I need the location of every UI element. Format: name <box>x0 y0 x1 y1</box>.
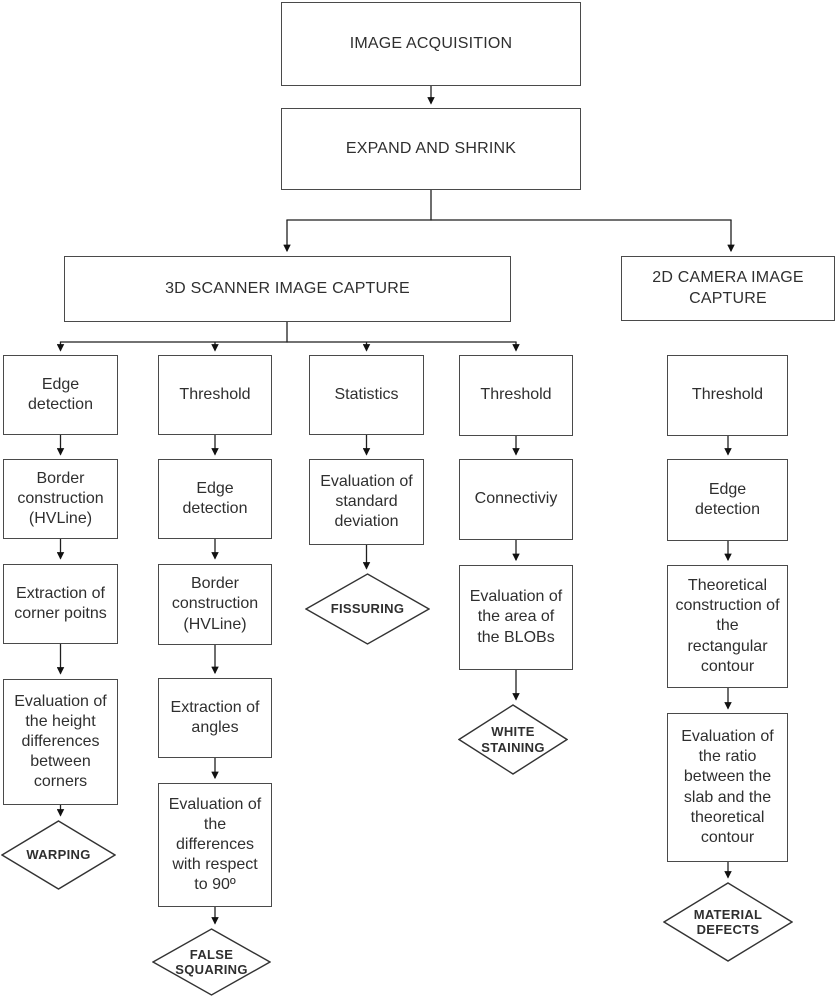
diamond-white-staining: WHITE STAINING <box>458 704 568 775</box>
diamond-false-squaring: FALSE SQUARING <box>152 928 271 996</box>
node-label: 2D CAMERA IMAGE CAPTURE <box>652 269 804 307</box>
node-threshold: Threshold <box>459 355 573 436</box>
node-label: Edge detection <box>182 479 248 517</box>
node-edge-detection: Edge detection <box>667 459 788 541</box>
node-label: Evaluation of the height differences bet… <box>14 692 107 791</box>
node-label: Extraction of corner poitns <box>14 584 107 622</box>
diamond-label: FISSURING <box>330 601 405 617</box>
node-label: EXPAND AND SHRINK <box>345 139 517 157</box>
diamond-shape-icon <box>458 704 568 775</box>
node-label: Evaluation of the ratio between the slab… <box>681 728 774 846</box>
diamond-label: FALSE SQUARING <box>175 946 248 977</box>
node-label: Threshold <box>179 385 251 403</box>
node-evaluation-differences-90: Evaluation of the differences with respe… <box>158 783 272 907</box>
node-label: Statistics <box>334 385 399 403</box>
node-threshold: Threshold <box>158 355 272 435</box>
node-expand-and-shrink: EXPAND AND SHRINK <box>281 108 581 190</box>
diamond-shape-icon <box>305 573 430 645</box>
node-label: Edge detection <box>28 375 93 413</box>
node-label: Border construction (HVLine) <box>17 469 104 528</box>
node-connectivity: Connectiviy <box>459 459 573 540</box>
node-label: Evaluation of the area of the BLOBs <box>469 588 563 646</box>
node-label: IMAGE ACQUISITION <box>349 34 513 52</box>
diamond-fissuring: FISSURING <box>305 573 430 645</box>
node-label: Extraction of angles <box>170 698 260 736</box>
node-extraction-of-corner-points: Extraction of corner poitns <box>3 564 118 644</box>
node-image-acquisition: IMAGE ACQUISITION <box>281 2 581 86</box>
node-label: 3D SCANNER IMAGE CAPTURE <box>165 279 410 297</box>
node-theoretical-construction-contour: Theoretical construction of the rectangu… <box>667 565 788 688</box>
node-threshold: Threshold <box>667 355 788 436</box>
node-extraction-of-angles: Extraction of angles <box>158 678 272 758</box>
node-evaluation-area-blobs: Evaluation of the area of the BLOBs <box>459 565 573 670</box>
diamond-label: WHITE STAINING <box>481 724 545 755</box>
node-evaluation-ratio-slab-contour: Evaluation of the ratio between the slab… <box>667 713 788 862</box>
node-label: Edge detection <box>695 480 760 518</box>
node-evaluation-height-differences: Evaluation of the height differences bet… <box>3 679 118 805</box>
node-label: Border construction (HVLine) <box>171 575 259 633</box>
diamond-shape-icon <box>663 882 793 962</box>
node-border-construction-hvline: Border construction (HVLine) <box>3 459 118 539</box>
diamond-warping: WARPING <box>1 820 116 890</box>
node-label: Connectiviy <box>474 490 558 508</box>
diamond-label: MATERIAL DEFECTS <box>693 906 763 937</box>
node-statistics: Statistics <box>309 355 424 435</box>
node-label: Evaluation of standard deviation <box>320 472 413 531</box>
diamond-material-defects: MATERIAL DEFECTS <box>663 882 793 962</box>
node-label: Theoretical construction of the rectangu… <box>675 577 780 675</box>
diamond-shape-icon <box>1 820 116 890</box>
diamond-shape-icon <box>152 928 271 996</box>
node-border-construction-hvline: Border construction (HVLine) <box>158 564 272 645</box>
node-3d-scanner-image-capture: 3D SCANNER IMAGE CAPTURE <box>64 256 511 322</box>
node-edge-detection: Edge detection <box>158 459 272 539</box>
node-label: Threshold <box>691 386 764 404</box>
node-edge-detection: Edge detection <box>3 355 118 435</box>
node-2d-camera-image-capture: 2D CAMERA IMAGE CAPTURE <box>621 256 835 321</box>
node-evaluation-standard-deviation: Evaluation of standard deviation <box>309 459 424 545</box>
diamond-label: WARPING <box>26 847 91 863</box>
node-label: Evaluation of the differences with respe… <box>168 795 262 894</box>
node-label: Threshold <box>480 386 552 404</box>
